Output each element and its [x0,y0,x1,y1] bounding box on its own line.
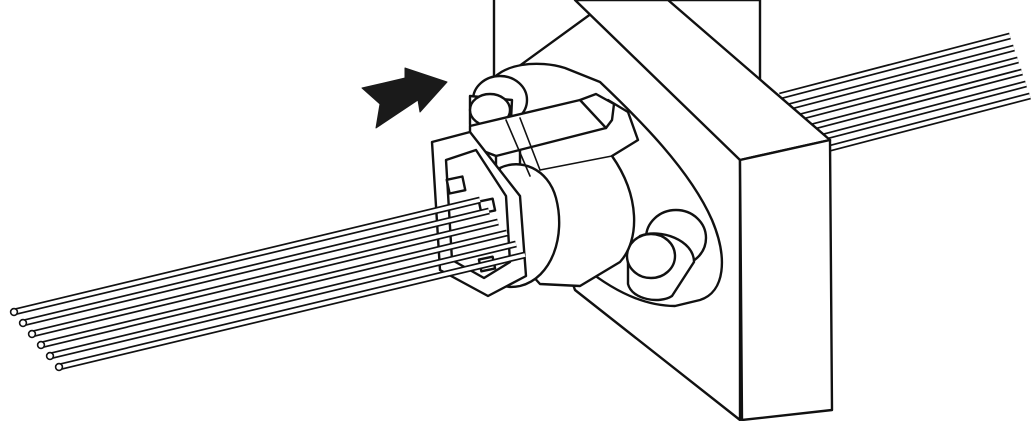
housing-detail-line [539,155,613,171]
left-wire-end [27,329,37,339]
left-wire-bundle [9,196,526,372]
panel-right-face [738,138,834,421]
right-wire [779,34,1011,98]
left-wire [31,220,499,336]
insertion-direction-arrow-icon [361,67,448,129]
latch-tab [578,92,616,130]
pin-slot [445,175,467,195]
housing-detail-line [519,117,541,171]
housing-detail-line [505,119,531,177]
right-wire [791,70,1023,134]
lower-guide-post-cap [625,232,677,280]
left-wire [22,209,490,325]
connector-housing [430,92,640,298]
left-wire-end [9,307,19,317]
left-wire-end [54,362,64,372]
left-wire [40,231,508,347]
left-wire [58,253,526,369]
right-wire [787,58,1019,122]
right-wire-bundle [779,32,1031,160]
right-wire [783,46,1015,110]
left-wire [49,242,517,358]
left-wire-end [45,351,55,361]
left-wire-end [36,340,46,350]
left-wire [13,198,481,314]
right-wire [799,94,1031,158]
left-wire-end [18,318,28,328]
right-wire [795,82,1027,146]
